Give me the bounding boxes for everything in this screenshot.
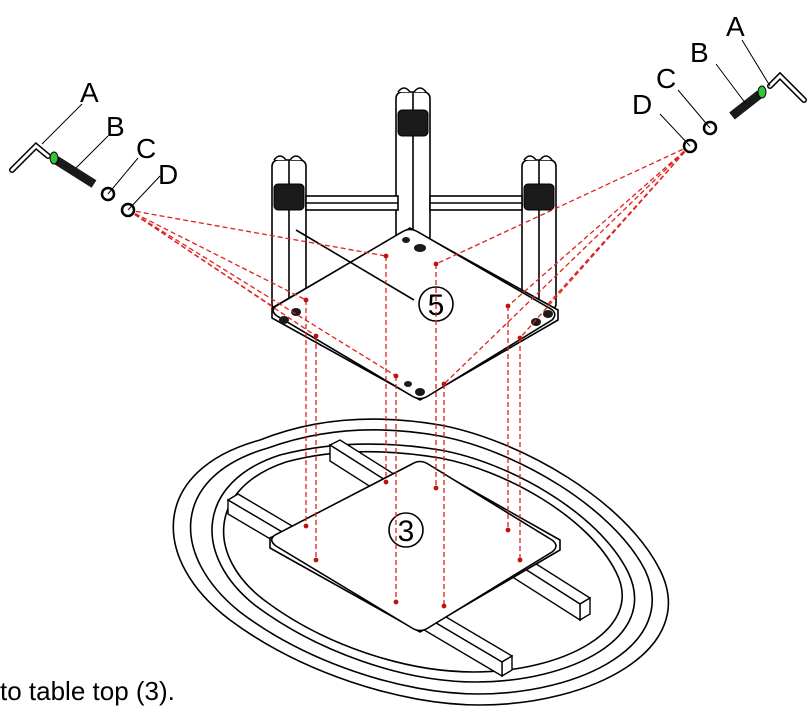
- hardware-left: A B C D: [9, 77, 178, 218]
- bolt-left-head: [49, 151, 59, 165]
- callout-3-circle: [388, 512, 424, 548]
- base-plate: [271, 227, 559, 401]
- alignment-guides: [127, 145, 691, 606]
- label-right-a: A: [726, 11, 745, 42]
- label-left-a: A: [80, 77, 99, 108]
- label-right-b: B: [690, 37, 709, 68]
- label-left-b: B: [106, 111, 125, 142]
- label-left-c: C: [136, 133, 156, 164]
- joint-left: [273, 183, 305, 211]
- label-right-c: C: [656, 63, 676, 94]
- bolt-right-head: [757, 85, 767, 99]
- instruction-caption: to table top (3).: [0, 676, 175, 706]
- joint-back: [397, 109, 429, 137]
- guide-dots: [303, 253, 523, 609]
- joint-right: [523, 183, 555, 211]
- hardware-right: A B C D: [632, 11, 807, 154]
- bolt-right: [729, 90, 763, 120]
- callout-3-label: 3: [398, 515, 415, 548]
- base-plate-holes: [279, 237, 553, 396]
- base-joints: [273, 109, 555, 211]
- label-left-d: D: [158, 159, 178, 190]
- table-mount-plate: [269, 460, 561, 633]
- bolt-left: [53, 156, 97, 188]
- label-right-d: D: [632, 89, 652, 120]
